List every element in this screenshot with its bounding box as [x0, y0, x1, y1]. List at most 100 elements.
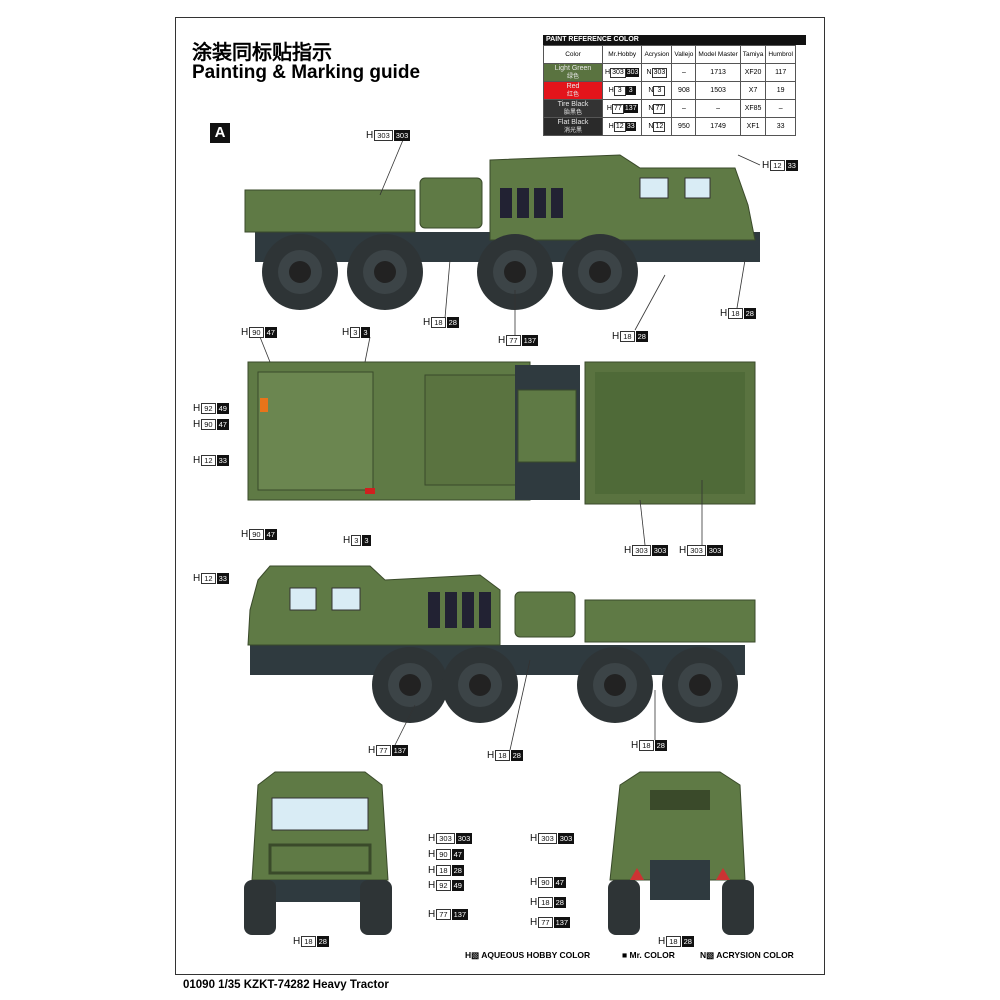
footer-title: 01090 1/35 KZKT-74282 Heavy Tractor — [183, 979, 389, 991]
callout-prefix: H — [428, 909, 436, 920]
callout-aqueous-code: 90 — [249, 529, 264, 540]
rear-view — [608, 771, 754, 935]
callout-aqueous-code: 77 — [506, 335, 521, 346]
callout-aqueous-code: 18 — [436, 865, 451, 876]
callout-aqueous-code: 90 — [249, 327, 264, 338]
callout-prefix: H — [193, 403, 201, 414]
callout-mr-color-code: 47 — [216, 419, 229, 430]
callout-prefix: H — [498, 335, 506, 346]
callout-mr-color-code: 49 — [451, 880, 464, 891]
top-view — [247, 361, 756, 505]
callout-aqueous-code: 77 — [538, 917, 553, 928]
callout-mr-color-code: 137 — [553, 917, 571, 928]
callout-mr-color-code: 137 — [391, 745, 409, 756]
callout-prefix: H — [241, 529, 249, 540]
callout-prefix: H — [720, 308, 728, 319]
callout-mr-color-code: 303 — [706, 545, 724, 556]
callout-prefix: H — [423, 317, 431, 328]
callout-prefix: H — [428, 833, 436, 844]
callout-mr-color-code: 28 — [510, 750, 523, 761]
callout-aqueous-code: 77 — [376, 745, 391, 756]
side-view-right — [247, 565, 756, 723]
page-frame — [175, 17, 825, 975]
mr-color-code: 33 — [625, 121, 636, 131]
color-name: Flat Black — [557, 118, 589, 126]
callout-mr-color-code: 47 — [264, 529, 277, 540]
title-chinese: 涂装同标贴指示 — [192, 40, 332, 64]
legend-mr-color: ■ Mr. COLOR — [622, 950, 675, 960]
n-code: 12 — [653, 121, 666, 132]
callout-aqueous-code: 18 — [639, 740, 654, 751]
callout-prefix: H — [343, 535, 351, 546]
callout-prefix: H — [293, 936, 301, 947]
h-code: 12 — [613, 121, 626, 132]
callout-aqueous-code: 3 — [350, 327, 361, 338]
callout-aqueous-code: 92 — [201, 403, 216, 414]
mr-color-code: 137 — [623, 103, 638, 113]
callout-mr-color-code: 303 — [651, 545, 669, 556]
callout-mr-color-code: 137 — [451, 909, 469, 920]
callout-mr-color-code: 33 — [785, 160, 798, 171]
callout-prefix: H — [342, 327, 350, 338]
callout-aqueous-code: 12 — [770, 160, 785, 171]
callout-mr-color-code: 28 — [451, 865, 464, 876]
callout-aqueous-code: 18 — [495, 750, 510, 761]
h-code: 3 — [613, 85, 626, 96]
callout-aqueous-code: 92 — [436, 880, 451, 891]
callout-aqueous-code: 77 — [436, 909, 451, 920]
callout-prefix: H — [487, 750, 495, 761]
callout-prefix: H — [428, 849, 436, 860]
callout-prefix: H — [530, 897, 538, 908]
callout-prefix: H — [428, 865, 436, 876]
callout-aqueous-code: 12 — [201, 573, 216, 584]
color-name-cn: 红色 — [566, 91, 579, 98]
callout-aqueous-code: 18 — [620, 331, 635, 342]
callout-mr-color-code: 49 — [216, 403, 229, 414]
callout-prefix: H — [193, 455, 201, 466]
callout-prefix: H — [658, 936, 666, 947]
front-view — [244, 771, 392, 935]
callout-aqueous-code: 303 — [687, 545, 706, 556]
callout-aqueous-code: 90 — [436, 849, 451, 860]
callout-mr-color-code: 137 — [521, 335, 539, 346]
callout-prefix: H — [193, 573, 201, 584]
mr-color-code: 303 — [625, 67, 640, 77]
color-name: Tire Black — [557, 100, 589, 108]
section-label: A — [210, 123, 230, 143]
callout-prefix: H — [530, 917, 538, 928]
callout-mr-color-code: 28 — [553, 897, 566, 908]
h-code: 303 — [610, 67, 626, 78]
callout-aqueous-code: 303 — [374, 130, 393, 141]
callout-mr-color-code: 28 — [316, 936, 329, 947]
callout-aqueous-code: 303 — [632, 545, 651, 556]
paint-table-header: PAINT REFERENCE COLOR — [543, 35, 806, 45]
n-code: 303 — [651, 67, 668, 78]
callout-aqueous-code: 18 — [728, 308, 743, 319]
